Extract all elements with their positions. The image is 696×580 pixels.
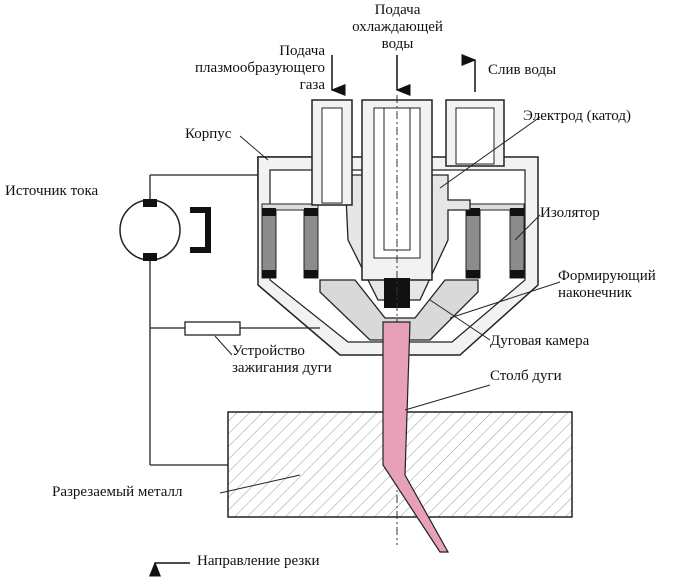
power-terminal	[143, 253, 157, 261]
coolant-supply-label: Подача охлаждающей воды	[352, 2, 443, 52]
insulator-left-inner	[303, 207, 319, 279]
insulator-block	[304, 208, 318, 216]
insulator-block	[466, 270, 480, 278]
leader-body	[239, 135, 269, 161]
leader-insulator	[514, 214, 541, 241]
gas-supply-label: Подача плазмообразующего газа	[195, 43, 325, 93]
ignition-device	[184, 321, 241, 336]
insulator-left-outer	[261, 207, 277, 279]
water-drain-bore	[455, 107, 495, 165]
leader-ignition	[214, 335, 233, 356]
insulator-block	[262, 270, 276, 278]
arc-column	[382, 321, 450, 553]
water-drain-label: Слив воды	[488, 62, 557, 78]
leader-forming-tip	[449, 281, 561, 319]
insulator-right-outer	[509, 207, 525, 279]
arc-chamber-label: Дуговая камера	[490, 333, 590, 349]
forming-tip	[319, 279, 479, 341]
power-source-symbol	[119, 199, 181, 261]
workpiece-label: Разрезаемый металл	[52, 484, 183, 500]
arc-column-label: Столб дуги	[490, 368, 562, 384]
insulator-block	[304, 270, 318, 278]
insulator-block	[510, 270, 524, 278]
cut-direction-label: Направление резки	[197, 553, 320, 569]
switch-bracket	[190, 207, 211, 253]
forming-tip-label: Формирующий наконечник	[558, 268, 656, 301]
power-source-label: Источник тока	[5, 183, 99, 199]
power-terminal	[143, 199, 157, 207]
insulator-block	[262, 208, 276, 216]
insulator-left-cap-top	[261, 203, 319, 211]
body-label: Корпус	[185, 126, 232, 142]
insulator-right-inner	[465, 207, 481, 279]
leader-arc-chamber	[429, 299, 491, 341]
insulator-block	[466, 208, 480, 216]
insulator-label: Изолятор	[540, 205, 600, 221]
leader-workpiece	[219, 474, 301, 494]
insulator-block	[510, 208, 524, 216]
leader-arc-column	[404, 384, 491, 411]
ignition-device-label: Устройство зажигания дуги	[232, 343, 332, 376]
electrode-label: Электрод (катод)	[523, 108, 632, 124]
leader-electrode	[439, 116, 541, 189]
gas-inlet-bore	[321, 107, 343, 204]
